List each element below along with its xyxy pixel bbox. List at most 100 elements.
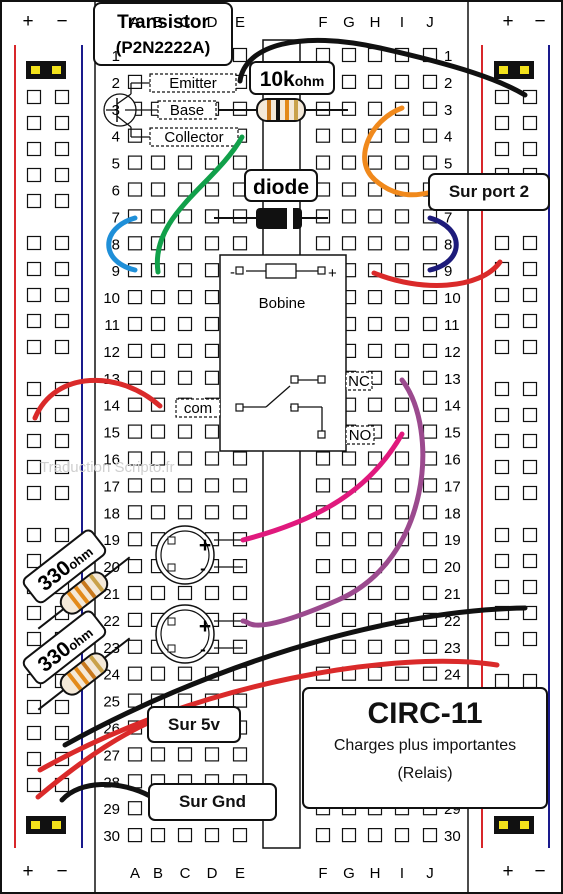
hole xyxy=(394,666,410,681)
rail-hole xyxy=(26,433,42,449)
hole xyxy=(127,478,143,493)
rail-hole xyxy=(54,115,70,131)
rail-hole xyxy=(26,115,42,131)
hole xyxy=(394,74,410,90)
hole xyxy=(150,343,166,358)
hole xyxy=(127,397,143,412)
hole xyxy=(127,747,143,762)
rail-hole xyxy=(522,261,538,277)
watermark: Traduction Scripto.fr xyxy=(40,459,175,476)
rail-hole xyxy=(522,313,538,329)
row-number-left: 14 xyxy=(103,398,120,415)
hole xyxy=(127,316,143,332)
row-number-left: 16 xyxy=(103,452,120,469)
hole xyxy=(204,155,220,170)
jumper-top-left xyxy=(26,61,66,79)
resistor-10k-unit: ohm xyxy=(295,73,325,89)
rail-hole xyxy=(54,485,70,501)
hole xyxy=(127,612,143,628)
column-letter-bottom: J xyxy=(426,865,434,882)
hole xyxy=(150,451,166,466)
transistor-emitter-label: Emitter xyxy=(169,75,217,92)
hole xyxy=(232,693,248,708)
hole xyxy=(127,558,143,574)
hole xyxy=(204,585,220,601)
hole xyxy=(204,316,220,332)
hole xyxy=(150,290,166,305)
row-number-right: 11 xyxy=(444,317,460,334)
hole xyxy=(367,827,383,843)
column-letter-top: D xyxy=(207,14,218,31)
row-number-right: 15 xyxy=(444,425,461,442)
transistor-model: (P2N2222A) xyxy=(116,38,211,57)
row-number-left: 19 xyxy=(103,532,120,549)
hole xyxy=(204,263,220,278)
hole xyxy=(232,827,248,843)
hole xyxy=(127,827,143,843)
row-number-left: 4 xyxy=(112,129,120,146)
hole xyxy=(177,505,193,520)
row-number-right: 1 xyxy=(444,48,452,65)
hole xyxy=(150,505,166,520)
hole xyxy=(367,505,383,520)
hole xyxy=(232,101,248,116)
hole xyxy=(232,236,248,251)
hole xyxy=(127,236,143,251)
hole xyxy=(127,343,143,358)
row-number-right: 19 xyxy=(444,532,461,549)
rail-hole xyxy=(494,141,510,157)
row-number-right: 5 xyxy=(444,156,452,173)
hole xyxy=(315,209,331,224)
hole xyxy=(150,316,166,332)
hole xyxy=(341,505,357,520)
hole xyxy=(177,827,193,843)
hole xyxy=(367,451,383,466)
led-bottom: + - xyxy=(155,604,243,664)
hole xyxy=(127,532,143,547)
rail-hole xyxy=(26,141,42,157)
hole xyxy=(127,155,143,170)
hole xyxy=(177,182,193,197)
hole xyxy=(204,290,220,305)
rail-hole xyxy=(522,115,538,131)
hole xyxy=(127,451,143,466)
rail-hole xyxy=(26,167,42,183)
hole xyxy=(177,370,193,385)
rail-hole xyxy=(26,459,42,475)
rail-hole xyxy=(522,553,538,569)
rail-hole xyxy=(54,89,70,105)
hole xyxy=(367,639,383,654)
hole xyxy=(150,209,166,224)
row-number-right: 2 xyxy=(444,75,452,92)
hole xyxy=(394,451,410,466)
hole xyxy=(422,74,438,90)
row-number-left: 6 xyxy=(112,183,120,200)
hole xyxy=(232,558,248,574)
wire-black-gnd-long xyxy=(62,605,528,748)
hole xyxy=(204,343,220,358)
rail-hole xyxy=(494,313,510,329)
rail-hole xyxy=(494,485,510,501)
hole xyxy=(127,182,143,197)
wire-red-com xyxy=(32,377,163,421)
hole xyxy=(341,827,357,843)
hole xyxy=(341,532,357,547)
hole xyxy=(367,236,383,251)
hole xyxy=(177,424,193,439)
row-number-right: 23 xyxy=(444,640,461,657)
row-number-right: 9 xyxy=(444,263,452,280)
row-number-left: 20 xyxy=(103,559,120,576)
column-letter-bottom: F xyxy=(318,865,327,882)
hole xyxy=(177,478,193,493)
row-number-left: 5 xyxy=(112,156,120,173)
hole xyxy=(204,827,220,843)
tag-sur-5v: Sur 5v xyxy=(147,706,241,743)
rail-plus-sign-top-left: + xyxy=(22,11,33,32)
wire-navy-row7-9 xyxy=(427,215,459,273)
rail-hole xyxy=(522,381,538,397)
transistor-base-label: Base xyxy=(170,102,204,119)
hole xyxy=(150,155,166,170)
hole xyxy=(127,639,143,654)
rail-minus-sign-bottom-right: − xyxy=(534,861,545,882)
